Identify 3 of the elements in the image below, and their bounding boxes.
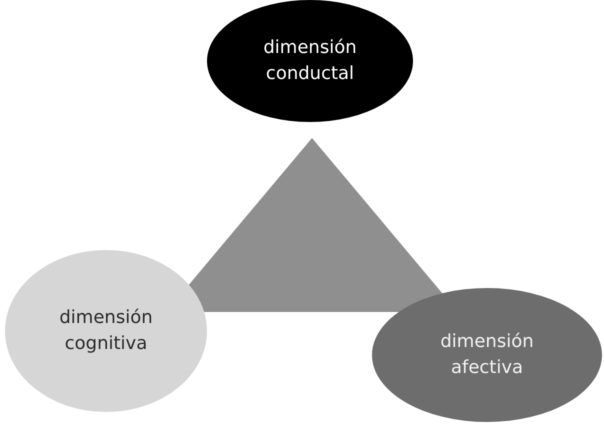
node-label: dimensión afectiva: [439, 330, 535, 380]
node-label: dimensión conductal: [262, 36, 358, 86]
node-label: dimensión cognitiva: [58, 306, 154, 356]
